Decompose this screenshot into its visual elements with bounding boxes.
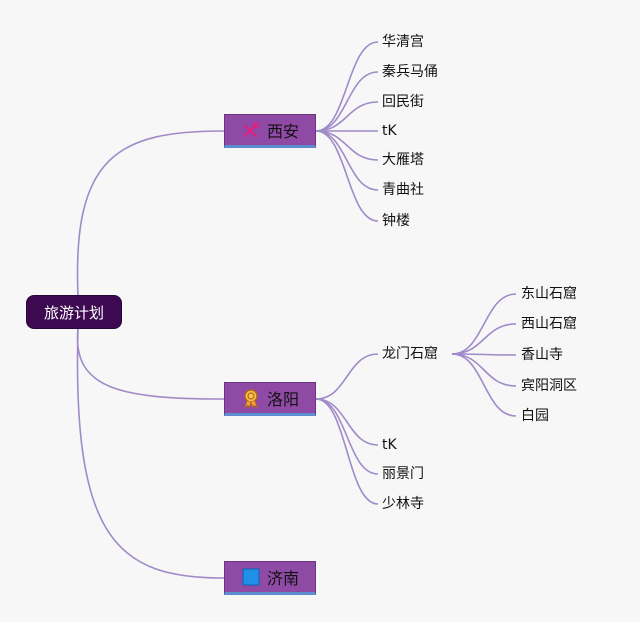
leaf-xian-2[interactable]: 秦兵马俑 [382, 64, 438, 80]
leaf-xian-6[interactable]: 青曲社 [382, 182, 424, 198]
connector-luoyang-1 [315, 353, 379, 400]
branch-node-xian[interactable]: 西安 [224, 114, 316, 148]
branch-label-xian: 西安 [266, 122, 299, 141]
connector-luoyang-3 [315, 398, 379, 475]
connector-longmen-2 [451, 323, 517, 355]
root-node-label: 旅游计划 [43, 303, 104, 322]
leaf-luoyang-3[interactable]: 丽景门 [382, 466, 424, 482]
tools-icon [243, 121, 260, 138]
leaf-xian-4[interactable]: tK [382, 123, 397, 139]
connector-root-luoyang [76, 327, 225, 400]
leaf-longmen-3[interactable]: 香山寺 [521, 347, 563, 363]
branch-node-luoyang[interactable]: 洛阳 [224, 382, 316, 416]
leaf-luoyang-2[interactable]: tK [382, 437, 397, 453]
leaf-longmen-2[interactable]: 西山石窟 [521, 316, 577, 332]
connector-xian-3 [315, 101, 379, 132]
branch-label-jinan: 济南 [266, 569, 299, 588]
connector-xian-5 [315, 130, 379, 161]
connector-xian-7 [315, 130, 379, 222]
leaf-xian-5[interactable]: 大雁塔 [382, 152, 424, 168]
leaf-xian-3[interactable]: 回民街 [382, 94, 424, 110]
award-ribbon-icon [244, 389, 258, 408]
connector-root-jinan [76, 327, 225, 579]
leaf-luoyang-1[interactable]: 龙门石窟 [382, 346, 438, 362]
connector-luoyang-4 [315, 398, 379, 505]
connector-longmen-5 [451, 353, 517, 417]
leaf-longmen-4[interactable]: 宾阳洞区 [521, 378, 577, 394]
connector-xian-2 [315, 71, 379, 132]
leaf-longmen-1[interactable]: 东山石窟 [521, 286, 577, 302]
branch-label-luoyang: 洛阳 [266, 390, 299, 409]
leaf-luoyang-4[interactable]: 少林寺 [382, 496, 424, 512]
connector-longmen-4 [451, 353, 517, 387]
blue-square-icon [242, 568, 260, 586]
connector-xian-1 [315, 41, 379, 132]
connector-root-xian [76, 130, 225, 297]
leaf-xian-1[interactable]: 华清宫 [382, 34, 424, 50]
leaf-longmen-5[interactable]: 白园 [521, 408, 549, 424]
root-node[interactable]: 旅游计划 [26, 295, 122, 329]
branch-node-jinan[interactable]: 济南 [224, 561, 316, 595]
connector-xian-6 [315, 130, 379, 191]
leaf-xian-7[interactable]: 钟楼 [382, 213, 410, 229]
connector-longmen-1 [451, 293, 517, 355]
